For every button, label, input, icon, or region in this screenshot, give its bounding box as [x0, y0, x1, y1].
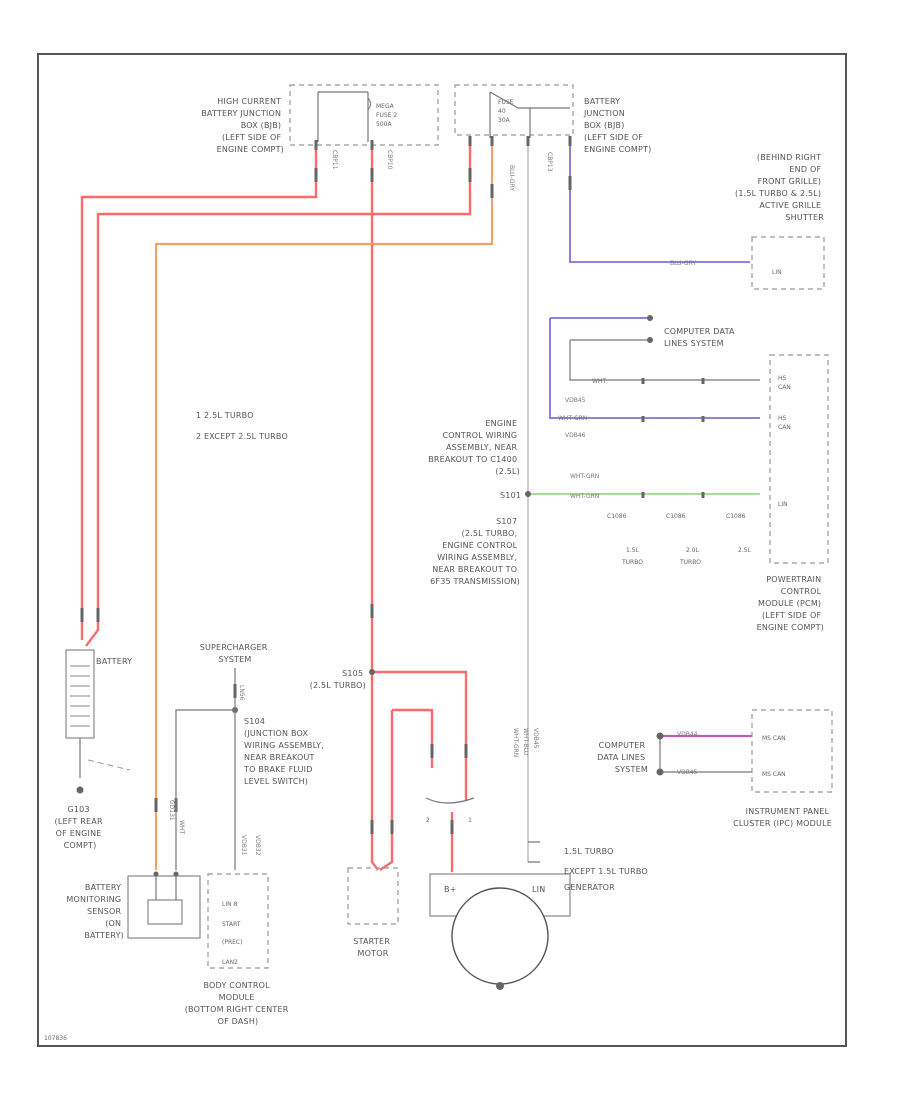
svg-text:B+: B+ — [444, 885, 457, 894]
starter-motor — [347, 867, 399, 925]
wire-cdl-top-2 — [569, 339, 760, 381]
bcm-pins: LIN 8 START (PREC) LAN2 — [222, 901, 244, 966]
wire-battery-positive-2 — [85, 146, 472, 647]
svg-text:WHT: WHT — [592, 378, 606, 385]
wire-battery-positive-1 — [80, 150, 318, 640]
svg-text:C1086: C1086 — [726, 513, 746, 520]
high-current-bjb: HIGH CURRENT BATTERY JUNCTION BOX (BJB) … — [201, 84, 439, 154]
wire-s104 — [175, 668, 236, 870]
s105-label: S105 (2.5L TURBO) — [310, 669, 366, 690]
wire-ms-can-2 — [659, 736, 752, 773]
mega-fuse-label: MEGA FUSE 2 500A — [376, 103, 399, 128]
svg-text:TURBO: TURBO — [679, 559, 701, 566]
battery-junction-box: FUSE 40 30A BATTERY JUNCTION BOX (BJB) (… — [454, 84, 651, 154]
svg-text:VDB45: VDB45 — [532, 728, 539, 749]
top-connector-pins — [314, 136, 572, 150]
ecw-label: ENGINE CONTROL WIRING ASSEMBLY, NEAR BRE… — [428, 419, 520, 476]
wire-starter-b-plus — [379, 800, 394, 871]
svg-text:C1086: C1086 — [666, 513, 686, 520]
cdl-ipc-label: COMPUTER DATA LINES SYSTEM — [597, 741, 648, 774]
starter-label: STARTER MOTOR — [353, 937, 392, 958]
legend: 1 2.5L TURBO 2 EXCEPT 2.5L TURBO — [196, 411, 288, 441]
svg-text:BLU-GRY: BLU-GRY — [508, 165, 515, 191]
generator: B+ LIN — [429, 873, 571, 990]
svg-text:WHT-GRN: WHT-GRN — [512, 728, 519, 757]
cdl-arrow-1 — [647, 315, 653, 321]
turbo15-label: 1.5L TURBO — [564, 847, 614, 856]
pcm-label: POWERTRAIN CONTROL MODULE (PCM) (LEFT SI… — [757, 575, 824, 632]
svg-text:WHT-GRN: WHT-GRN — [570, 473, 599, 480]
svg-text:VDB45: VDB45 — [565, 397, 586, 404]
svg-text:2.0L: 2.0L — [686, 547, 700, 554]
svg-text:WHT-GRN: WHT-GRN — [558, 415, 587, 422]
s101-label: S101 — [500, 491, 521, 500]
svg-text:1.5L: 1.5L — [626, 547, 640, 554]
diagram-border — [37, 53, 847, 1047]
battery-label: BATTERY — [96, 657, 132, 666]
svg-text:VDB32: VDB32 — [254, 835, 261, 856]
shutter-lin-pin: LIN — [772, 269, 782, 276]
svg-text:CBP11: CBP11 — [331, 150, 338, 170]
fusible-pin-1: 1 — [468, 817, 472, 824]
svg-text:WHT-GRN: WHT-GRN — [570, 493, 599, 500]
fusible-link — [425, 797, 475, 804]
bjb-label: BATTERY JUNCTION BOX (BJB) (LEFT SIDE OF… — [583, 97, 651, 154]
svg-text:LIN: LIN — [532, 885, 545, 894]
battery: BATTERY — [65, 649, 132, 794]
pcm-c-codes: C1086 C1086 C1086 — [607, 513, 746, 520]
cdl-arrow-2 — [647, 337, 653, 343]
svg-text:LN56: LN56 — [238, 685, 245, 701]
battery-monitoring-sensor — [127, 871, 201, 939]
pcm-turbo-labels: 1.5L TURBO 2.0L TURBO 2.5L — [621, 547, 752, 566]
splice-s105 — [369, 669, 375, 675]
wire-grille-lin — [569, 146, 750, 263]
svg-text:VDB46: VDB46 — [565, 432, 586, 439]
svg-text:GD131: GD131 — [168, 800, 175, 821]
wire-hs-can — [549, 318, 760, 419]
ipc-module: MS CAN MS CAN — [751, 709, 833, 793]
g103-label: G103 (LEFT REAR OF ENGINE COMPT) — [55, 805, 106, 850]
hcbjb-label: HIGH CURRENT BATTERY JUNCTION BOX (BJB) … — [201, 97, 284, 154]
generator-label: GENERATOR — [564, 883, 615, 892]
active-grille-shutter: (BEHIND RIGHT END OF FRONT GRILLE) (1.5L… — [735, 153, 825, 290]
svg-text:TURBO: TURBO — [621, 559, 643, 566]
splice-s101 — [525, 491, 531, 497]
bjb-fuse-label: FUSE 40 30A — [498, 99, 515, 124]
figure-id: 107836 — [44, 1035, 67, 1042]
except15-label: EXCEPT 1.5L TURBO — [564, 867, 648, 876]
cdl-top-label: COMPUTER DATA LINES SYSTEM — [664, 327, 737, 348]
pcm-pins: HS CAN HS CAN LIN — [778, 375, 793, 508]
svg-text:VDB31: VDB31 — [240, 835, 247, 856]
ipc-label: INSTRUMENT PANEL CLUSTER (IPC) MODULE — [733, 807, 832, 828]
pcm-module: HS CAN HS CAN LIN POWERTRAIN CONTROL MOD… — [757, 354, 829, 632]
svg-text:CBP13: CBP13 — [546, 152, 553, 172]
svg-text:2.5L: 2.5L — [738, 547, 752, 554]
s107-label: S107 (2.5L TURBO, ENGINE CONTROL WIRING … — [430, 517, 520, 586]
supercharger-label: SUPERCHARGER SYSTEM — [200, 643, 271, 664]
svg-text:VDB44: VDB44 — [677, 731, 698, 738]
svg-text:WHT-BLU: WHT-BLU — [522, 728, 529, 755]
svg-text:BLU-GRY: BLU-GRY — [670, 260, 696, 267]
ground-g103 — [76, 786, 84, 794]
svg-text:MS CAN: MS CAN — [762, 771, 786, 778]
bms-label: BATTERY MONITORING SENSOR (ON BATTERY) — [66, 883, 124, 940]
gen-variant-marks — [528, 841, 540, 863]
svg-text:C1086: C1086 — [607, 513, 627, 520]
s104-label: S104 (JUNCTION BOX WIRING ASSEMBLY, NEAR… — [243, 717, 327, 786]
wire-generator-b-plus-2 — [390, 708, 434, 800]
fusible-pin-2: 2 — [426, 817, 430, 824]
svg-text:WHT: WHT — [178, 820, 185, 834]
svg-text:CBP10: CBP10 — [386, 150, 393, 170]
wire-bms-feed — [154, 146, 494, 870]
wire-generator-b-plus-1 — [372, 670, 468, 800]
wire-starter-feed — [370, 150, 379, 871]
bcm-label: BODY CONTROL MODULE (BOTTOM RIGHT CENTER… — [185, 981, 292, 1026]
body-control-module: LIN 8 START (PREC) LAN2 — [207, 873, 269, 969]
grille-label: (BEHIND RIGHT END OF FRONT GRILLE) (1.5L… — [735, 153, 824, 222]
svg-text:MS CAN: MS CAN — [762, 735, 786, 742]
